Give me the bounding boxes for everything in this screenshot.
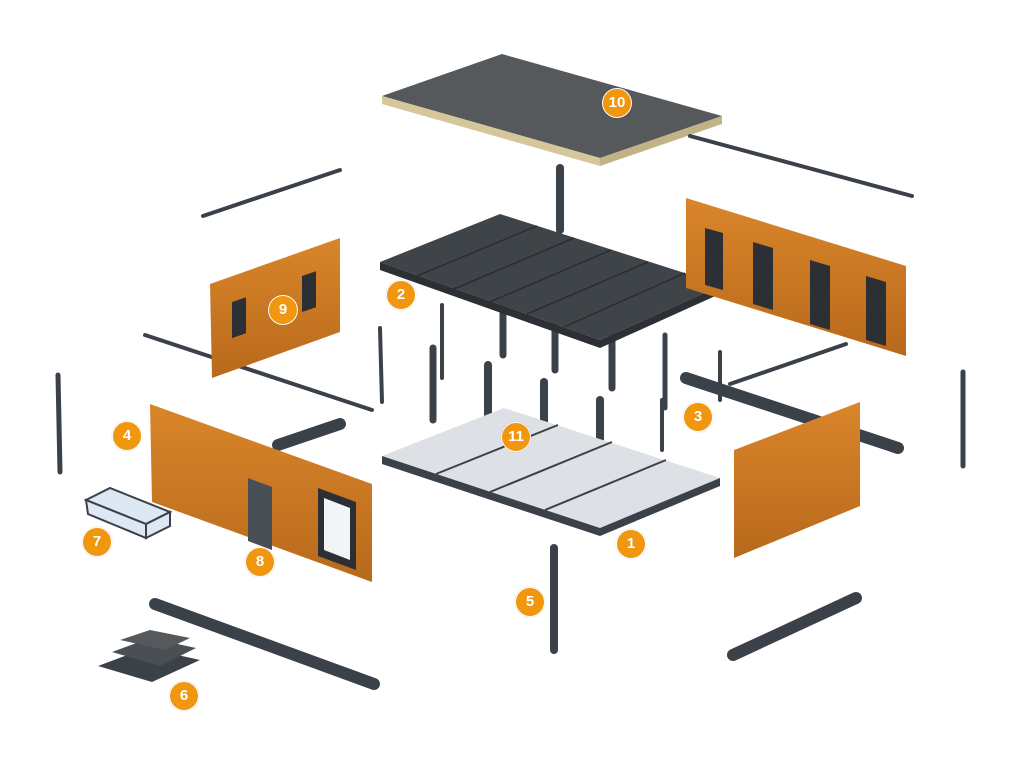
- wall-front-right: [734, 402, 860, 558]
- beams: [55, 134, 966, 690]
- canopy: [83, 486, 173, 540]
- steps: [98, 630, 200, 682]
- wall-right-back: [686, 198, 906, 356]
- wall-front-left: [150, 404, 372, 582]
- badge-10[interactable]: 10: [602, 88, 632, 118]
- roof-panel: [382, 54, 722, 166]
- floor-panel: [382, 408, 720, 536]
- badge-9[interactable]: 9: [268, 295, 298, 325]
- badge-4[interactable]: 4: [112, 421, 142, 451]
- ceiling-frame: [380, 214, 722, 348]
- badge-1[interactable]: 1: [616, 529, 646, 559]
- badge-11[interactable]: 11: [501, 422, 531, 452]
- badge-5[interactable]: 5: [515, 587, 545, 617]
- badge-8[interactable]: 8: [245, 547, 275, 577]
- badge-3[interactable]: 3: [683, 402, 713, 432]
- badge-6[interactable]: 6: [169, 681, 199, 711]
- badge-7[interactable]: 7: [82, 527, 112, 557]
- badge-2[interactable]: 2: [386, 280, 416, 310]
